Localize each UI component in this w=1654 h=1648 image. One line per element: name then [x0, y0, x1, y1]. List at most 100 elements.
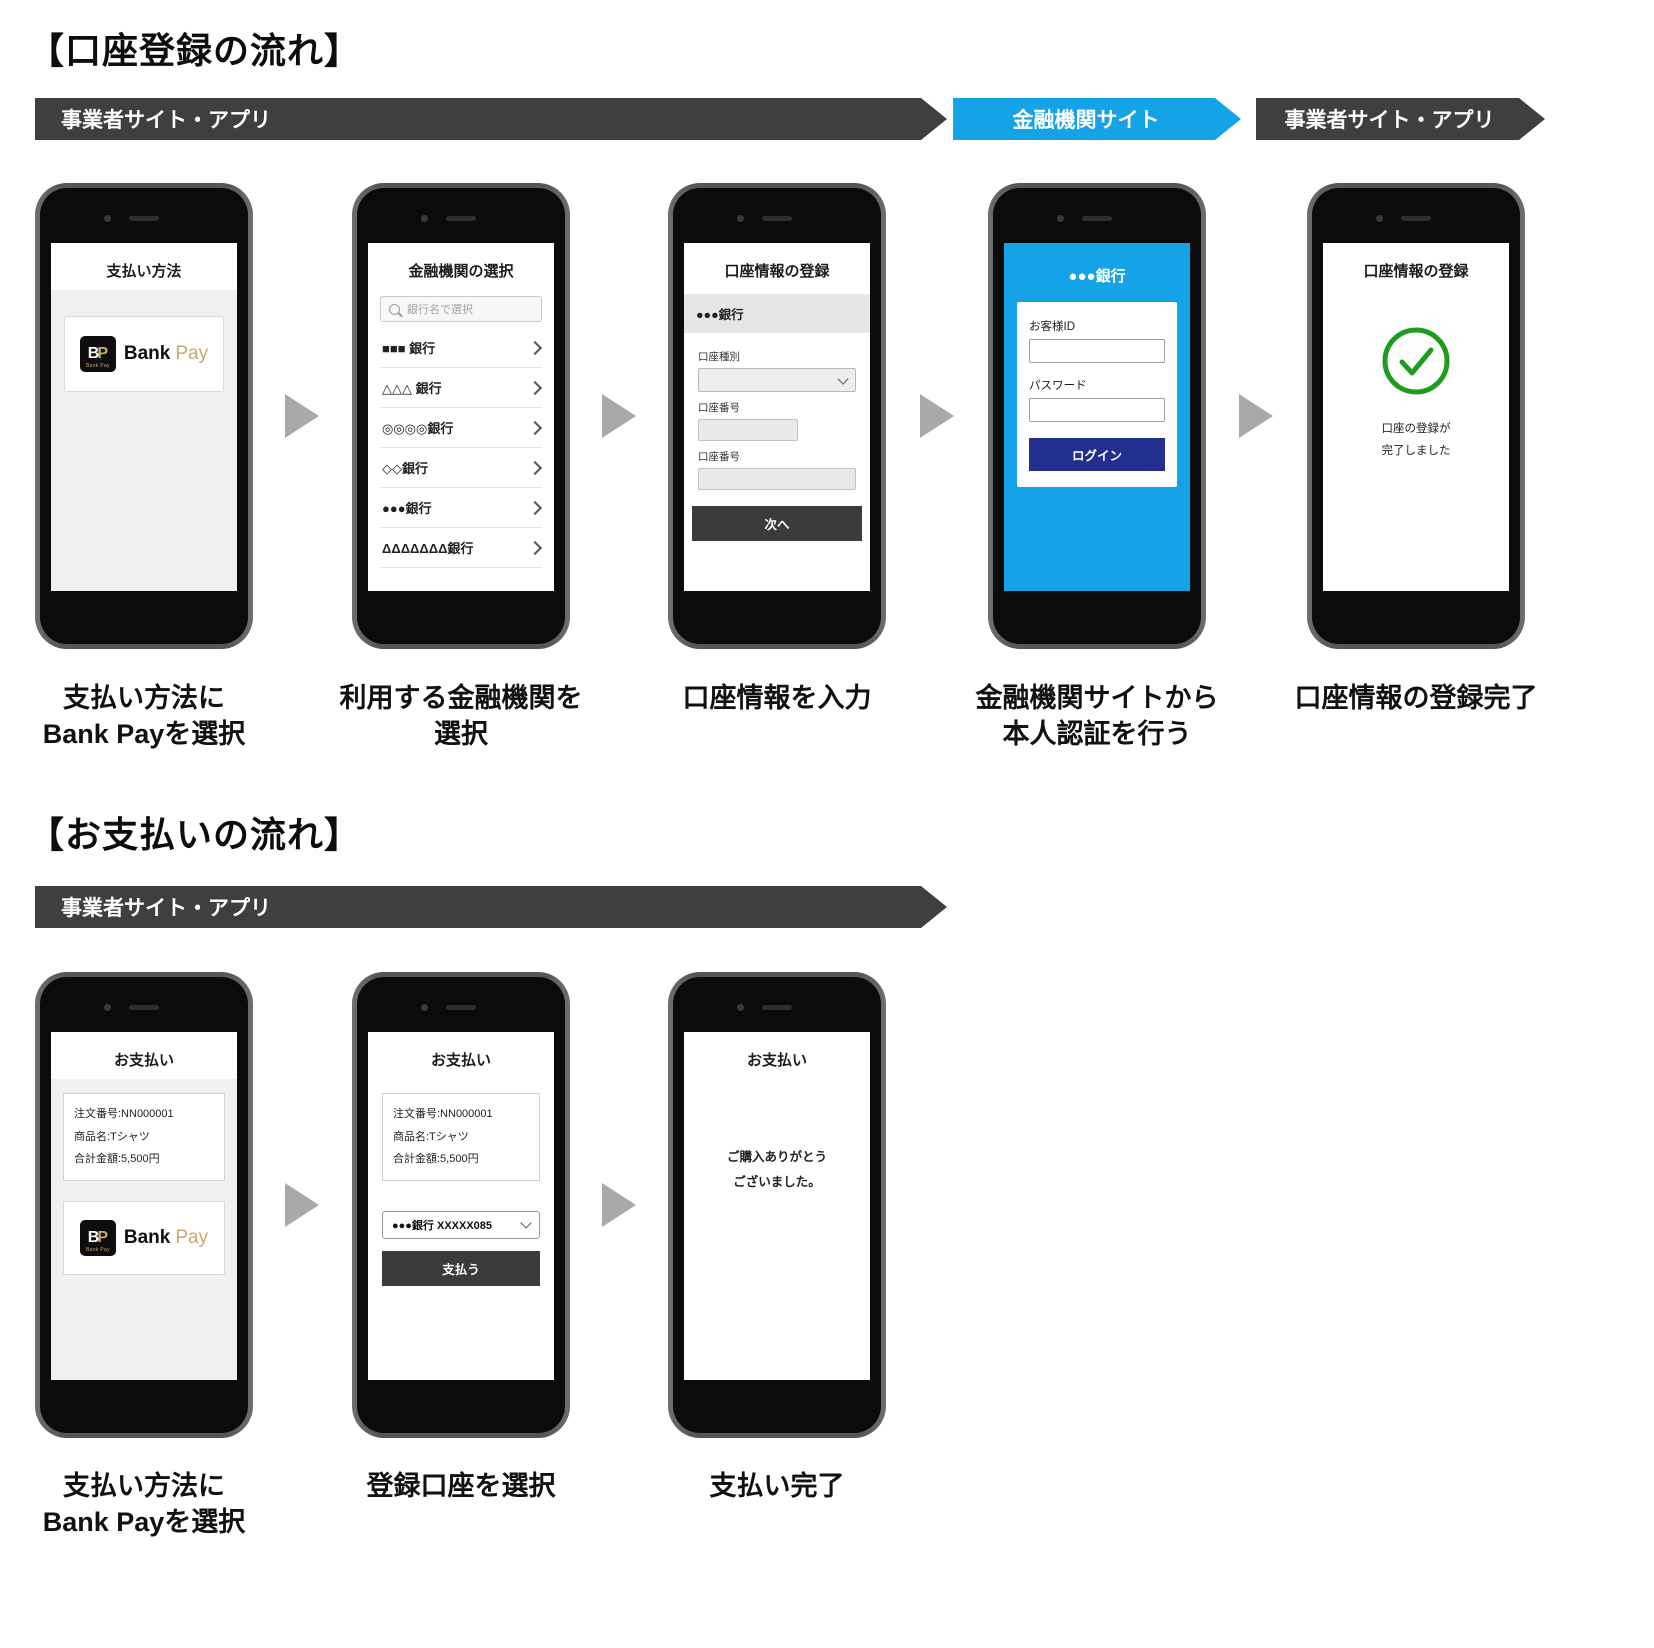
speaker-icon	[446, 216, 476, 221]
password-input[interactable]	[1029, 398, 1165, 422]
screen-reg-complete: 口座情報の登録 口座の登録が 完了しました	[1323, 243, 1509, 591]
camera-icon	[737, 1004, 744, 1011]
bankpay-word-bank: Bank	[123, 1226, 171, 1248]
bankpay-mark-b: B	[87, 1228, 100, 1246]
phone-face: ●●●銀行 お客様ID パスワード ログイン	[993, 188, 1201, 644]
bank-name: ΔΔΔΔΔΔΔ銀行	[382, 541, 474, 556]
order-item: 商品名:Tシャツ	[393, 1130, 469, 1143]
phone-reg-bank-select: 金融機関の選択 銀行名で選択 ■■■ 銀行 △△△ 銀行 ◎◎◎◎銀行 ◇◇銀行…	[352, 183, 570, 649]
section-title-registration: 【口座登録の流れ】	[28, 30, 362, 71]
order-total: 合計金額:5,500円	[74, 1153, 160, 1166]
account-type-label: 口座種別	[698, 351, 740, 363]
banner-label: 事業者サイト・アプリ	[61, 897, 271, 920]
bankpay-word-pay: Pay	[175, 343, 209, 364]
speaker-icon	[1401, 216, 1431, 221]
account-number-label-1: 口座番号	[698, 402, 740, 414]
step-caption: 支払い完了	[709, 1471, 845, 1501]
bankpay-mark-p: P	[97, 1228, 108, 1246]
phone-face: 口座情報の登録 口座の登録が 完了しました	[1312, 188, 1520, 644]
banner-merchant-site-1: 事業者サイト・アプリ	[35, 98, 947, 140]
bank-list-item[interactable]: ◎◎◎◎銀行	[380, 408, 543, 448]
screen-pay-account: お支払い 注文番号:NN000001 商品名:Tシャツ 合計金額:5,500円 …	[368, 1032, 554, 1380]
phone-pay-complete: お支払い ご購入ありがとう ございました。	[668, 972, 886, 1438]
step-caption: 支払い方法に Bank Payを選択	[42, 683, 246, 750]
customer-id-label: お客様ID	[1029, 321, 1075, 333]
order-total: 合計金額:5,500円	[393, 1153, 479, 1166]
chevron-right-icon	[527, 460, 543, 475]
speaker-icon	[446, 1005, 476, 1010]
search-icon	[389, 303, 400, 315]
next-button[interactable]: 次へ	[692, 506, 862, 541]
phone-face: お支払い 注文番号:NN000001 商品名:Tシャツ 合計金額:5,500円 …	[40, 977, 248, 1433]
auth-card: お客様ID パスワード ログイン	[1017, 302, 1177, 487]
pay-button[interactable]: 支払う	[382, 1250, 540, 1286]
bank-name: ●●●銀行	[382, 501, 432, 516]
camera-icon	[421, 1004, 428, 1011]
bank-name: △△△ 銀行	[382, 381, 442, 396]
screen-pay-complete: お支払い ご購入ありがとう ございました。	[684, 1032, 870, 1380]
bank-list-item[interactable]: ΔΔΔΔΔΔΔ銀行	[380, 528, 543, 568]
phone-face: お支払い 注文番号:NN000001 商品名:Tシャツ 合計金額:5,500円 …	[357, 977, 565, 1433]
screen-title: 支払い方法	[106, 263, 182, 280]
customer-id-input[interactable]	[1029, 339, 1165, 363]
flow-arrow-icon	[920, 394, 954, 438]
account-number-input-2[interactable]	[698, 468, 856, 490]
account-type-select[interactable]	[698, 368, 856, 392]
chevron-right-icon	[527, 340, 543, 355]
chevron-right-icon	[527, 380, 543, 395]
screen-title: お支払い	[113, 1052, 174, 1069]
pay-button-wrap: 支払う	[382, 1250, 540, 1286]
chevron-down-icon	[837, 373, 849, 385]
bank-list-item[interactable]: ●●●銀行	[380, 488, 543, 528]
order-number: 注文番号:NN000001	[393, 1108, 493, 1120]
bank-list-item[interactable]: ◇◇銀行	[380, 448, 543, 488]
camera-icon	[421, 215, 428, 222]
order-number: 注文番号:NN000001	[74, 1108, 174, 1120]
section-title-payment: 【お支払いの流れ】	[28, 814, 362, 855]
phone-reg-bank-auth: ●●●銀行 お客様ID パスワード ログイン	[988, 183, 1206, 649]
speaker-icon	[129, 1005, 159, 1010]
password-label: パスワード	[1029, 380, 1087, 392]
bank-list-item[interactable]: △△△ 銀行	[380, 368, 543, 408]
screen-pay-method: お支払い 注文番号:NN000001 商品名:Tシャツ 合計金額:5,500円 …	[51, 1032, 237, 1380]
camera-icon	[104, 1004, 111, 1011]
registration-done-message: 口座の登録が 完了しました	[1381, 423, 1451, 458]
camera-icon	[1057, 215, 1064, 222]
step-caption: 口座情報を入力	[682, 683, 872, 713]
speaker-icon	[129, 216, 159, 221]
registered-account-select[interactable]: ●●●銀行 XXXXX085	[382, 1210, 540, 1239]
banner-label: 事業者サイト・アプリ	[1284, 109, 1495, 132]
screen-title: 口座情報の登録	[724, 263, 830, 280]
login-button[interactable]: ログイン	[1029, 438, 1165, 471]
banner-merchant-site-payment: 事業者サイト・アプリ	[35, 886, 947, 928]
phone-pay-account: お支払い 注文番号:NN000001 商品名:Tシャツ 合計金額:5,500円 …	[352, 972, 570, 1438]
bank-list-item[interactable]: ■■■ 銀行	[380, 328, 543, 368]
chevron-right-icon	[527, 540, 543, 555]
order-item: 商品名:Tシャツ	[74, 1130, 150, 1143]
screen-bank-auth: ●●●銀行 お客様ID パスワード ログイン	[1004, 243, 1190, 591]
phone-pay-method: お支払い 注文番号:NN000001 商品名:Tシャツ 合計金額:5,500円 …	[35, 972, 253, 1438]
phone-face: お支払い ご購入ありがとう ございました。	[673, 977, 881, 1433]
screen-title: お支払い	[430, 1052, 491, 1069]
phone-reg-complete: 口座情報の登録 口座の登録が 完了しました	[1307, 183, 1525, 649]
bankpay-mark-subtext: Bank Pay	[85, 1246, 110, 1253]
chevron-down-icon	[520, 1216, 532, 1229]
camera-icon	[104, 215, 111, 222]
account-number-input-1[interactable]	[698, 419, 798, 441]
speaker-icon	[1082, 216, 1112, 221]
banner-merchant-site-2: 事業者サイト・アプリ	[1256, 98, 1545, 140]
bank-search-input[interactable]: 銀行名で選択	[380, 296, 542, 322]
flow-arrow-icon	[1239, 394, 1273, 438]
search-placeholder: 銀行名で選択	[407, 304, 473, 316]
screen-bank-select: 金融機関の選択 銀行名で選択 ■■■ 銀行 △△△ 銀行 ◎◎◎◎銀行 ◇◇銀行…	[368, 243, 554, 591]
